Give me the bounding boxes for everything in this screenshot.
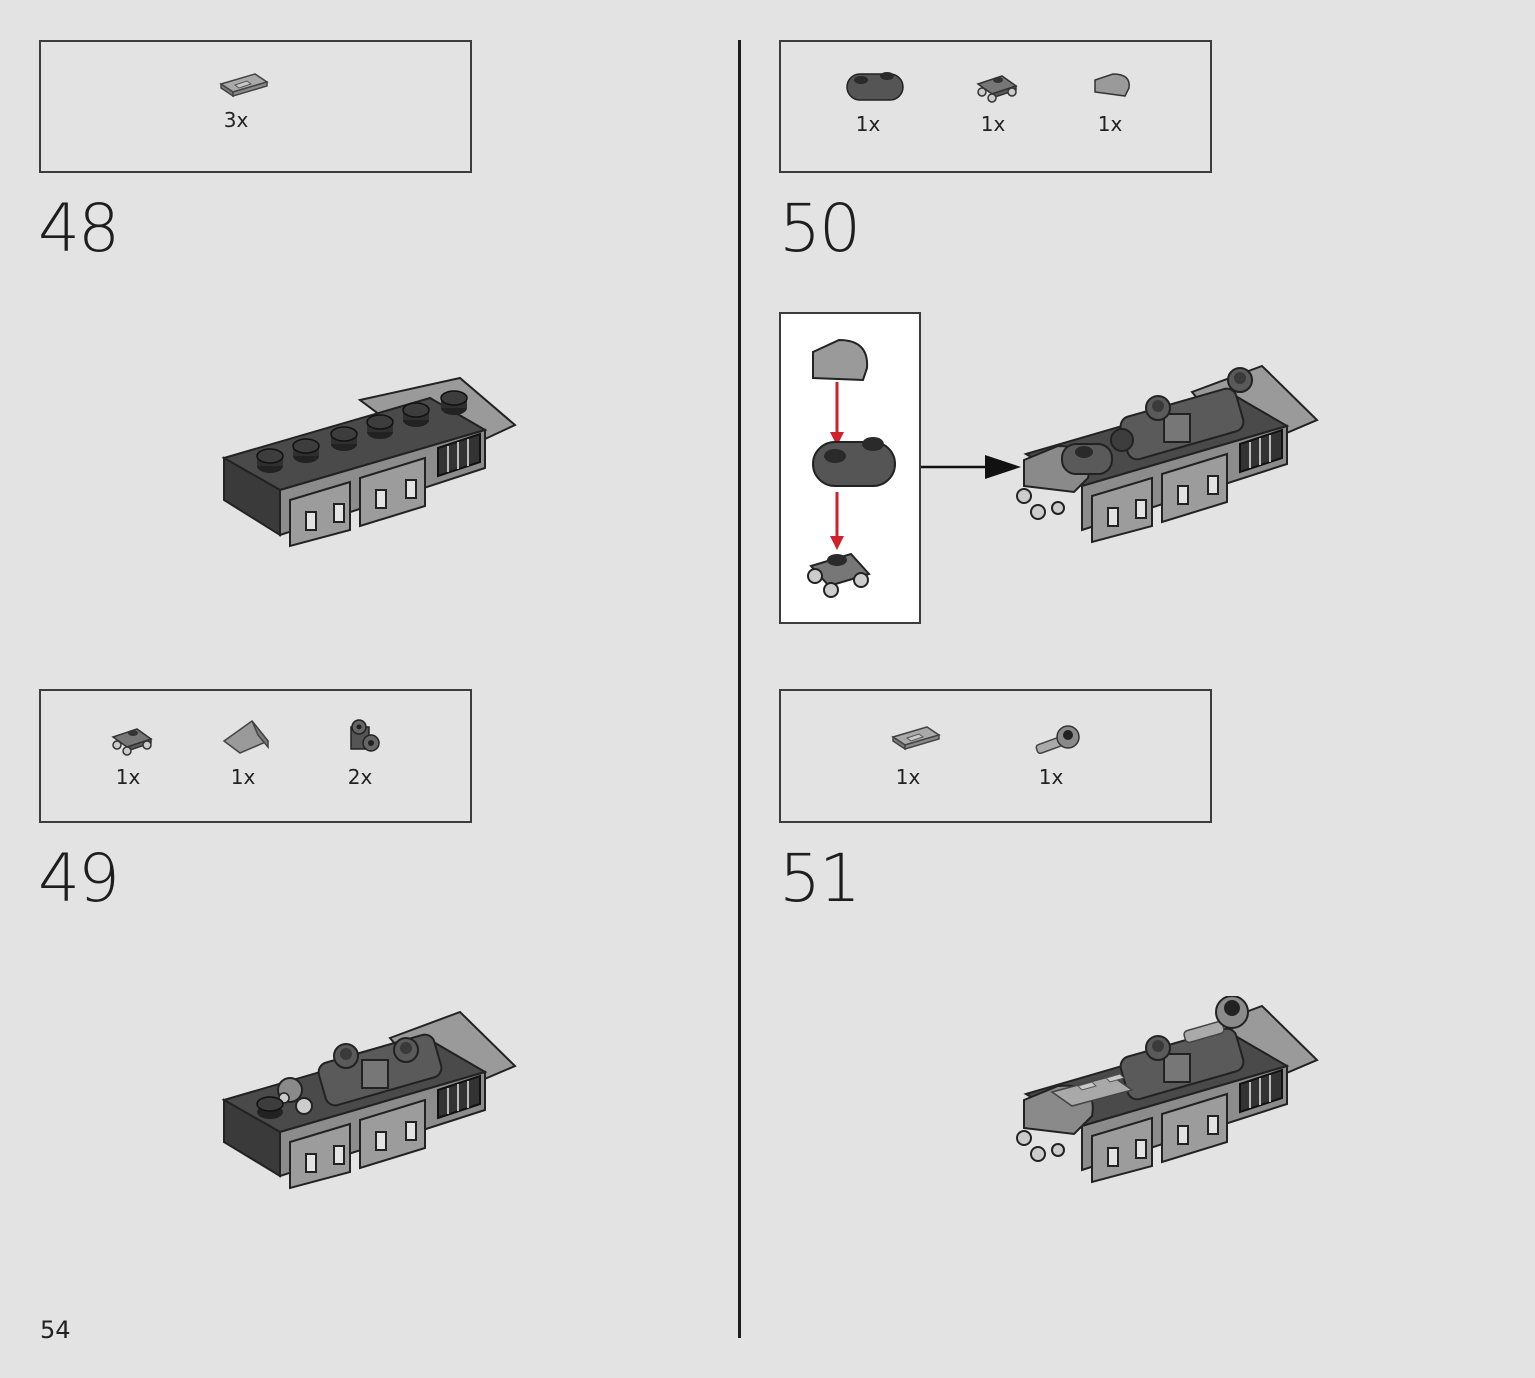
model-step-49 bbox=[221, 1010, 517, 1190]
part-quantity: 1x bbox=[980, 112, 1006, 136]
plate-with-wheels-icon bbox=[976, 75, 1018, 103]
parts-callout-48: 3x bbox=[39, 40, 472, 173]
part-quantity: 1x bbox=[895, 765, 921, 789]
grey-tile-grille-icon bbox=[891, 726, 941, 751]
part-quantity: 1x bbox=[230, 765, 256, 789]
sub-assembly-diagram bbox=[807, 338, 896, 598]
part-51-2: 1x bbox=[1006, 687, 1096, 789]
sub-assembly-callout bbox=[779, 312, 921, 624]
model-step-48 bbox=[221, 376, 517, 548]
page-divider bbox=[738, 40, 741, 1338]
step-number: 50 bbox=[779, 190, 861, 267]
step-number: 48 bbox=[38, 190, 120, 267]
part-50-1: 1x bbox=[823, 34, 913, 136]
parts-callout-49: 1x 1x 2x bbox=[39, 689, 472, 823]
grey-tile-grille-icon bbox=[219, 73, 269, 98]
parts-callout-50: 1x 1x 1x bbox=[779, 40, 1212, 173]
part-50-2: 1x bbox=[948, 34, 1038, 136]
part-quantity: 3x bbox=[223, 108, 249, 132]
model-step-51 bbox=[1016, 996, 1319, 1184]
step-number: 49 bbox=[38, 840, 120, 917]
page-number: 54 bbox=[40, 1316, 71, 1344]
part-50-3: 1x bbox=[1065, 34, 1155, 136]
round-tile-icon bbox=[1094, 73, 1130, 97]
attach-arrow bbox=[921, 455, 1021, 479]
part-quantity: 2x bbox=[347, 765, 373, 789]
plate-with-wheels-icon bbox=[111, 728, 153, 756]
part-quantity: 1x bbox=[1097, 112, 1123, 136]
bracket-with-studs-icon bbox=[350, 719, 380, 752]
part-quantity: 1x bbox=[1038, 765, 1064, 789]
step-number: 51 bbox=[779, 840, 861, 917]
part-48-1: 3x bbox=[191, 34, 281, 132]
part-49-2: 1x bbox=[198, 687, 288, 789]
bar-with-clip-icon bbox=[1035, 725, 1080, 755]
part-49-1: 1x bbox=[83, 687, 173, 789]
slope-brick-icon bbox=[222, 719, 270, 754]
dark-rounded-plate-icon bbox=[846, 72, 904, 101]
parts-callout-51: 1x 1x bbox=[779, 689, 1212, 823]
model-step-50 bbox=[1016, 364, 1319, 544]
part-quantity: 1x bbox=[115, 765, 141, 789]
part-quantity: 1x bbox=[855, 112, 881, 136]
part-49-3: 2x bbox=[315, 687, 405, 789]
part-51-1: 1x bbox=[863, 687, 953, 789]
